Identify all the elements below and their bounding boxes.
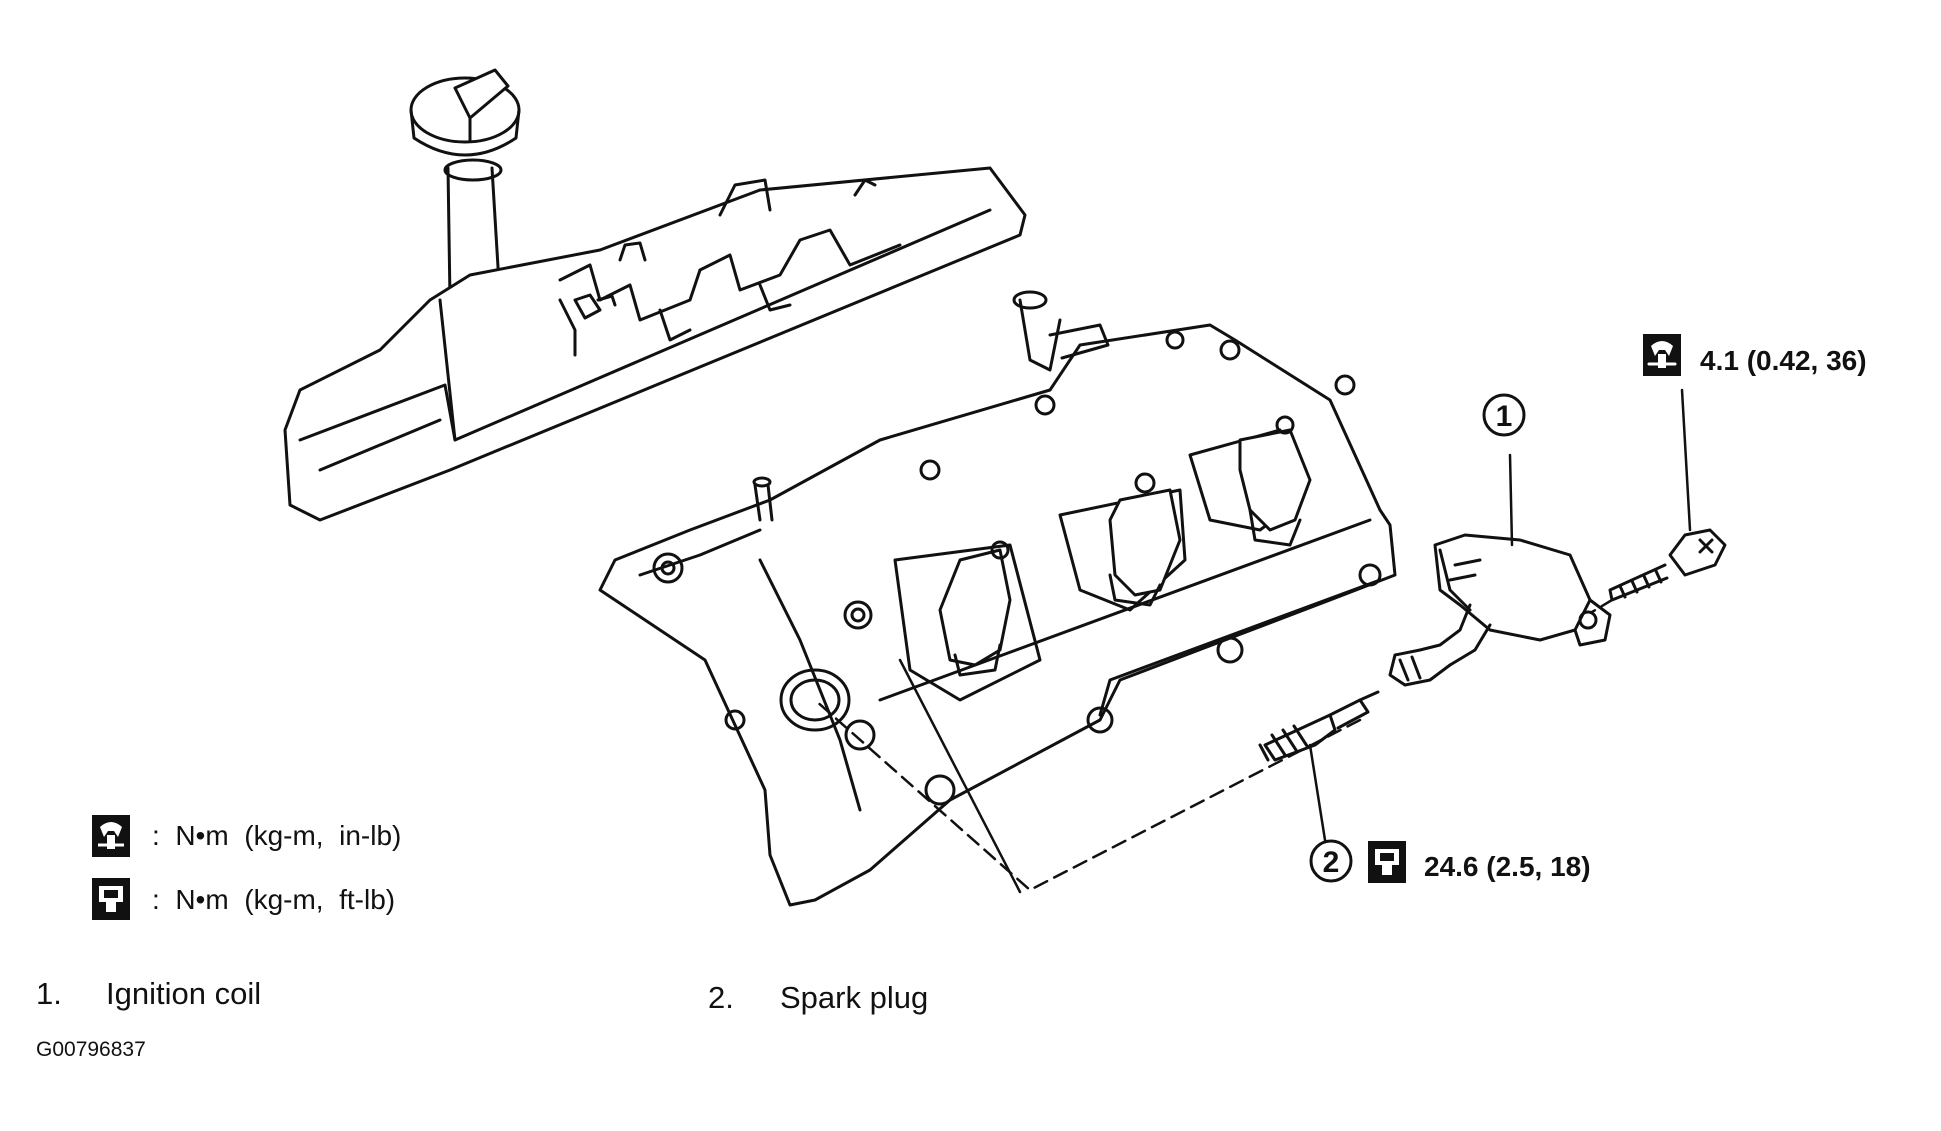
- figure-id: G00796837: [36, 1038, 146, 1061]
- key-1-label: Ignition coil: [106, 976, 262, 1011]
- callout-1: 1: [1482, 393, 1526, 437]
- torque-wrench-inlb-icon: [92, 815, 130, 857]
- callout-1-number: 1: [1496, 400, 1513, 433]
- ignition-coil: [1388, 533, 1612, 687]
- leader-lines: [813, 388, 1692, 894]
- torque-wrench-ftlb-icon: [92, 878, 130, 920]
- legend-inlb-text: : N•m (kg-m, in-lb): [152, 820, 402, 851]
- upper-rocker-cover: [283, 68, 1027, 522]
- spark-plug: [1258, 690, 1380, 762]
- torque-wrench-inlb-icon: [1643, 334, 1681, 376]
- rocker-cover-assembly: [598, 290, 1397, 907]
- coil-bolt-torque-value: 4.1 (0.42, 36): [1700, 345, 1867, 376]
- spark-plug-torque-value: 24.6 (2.5, 18): [1424, 851, 1591, 882]
- legend-ftlb-text: : N•m (kg-m, ft-lb): [152, 884, 396, 915]
- spark-plug-torque: 24.6 (2.5, 18): [1368, 841, 1591, 883]
- coil-bolt-torque: 4.1 (0.42, 36): [1643, 334, 1867, 376]
- key-2-number: 2.: [708, 980, 734, 1015]
- coil-bolt: [1608, 528, 1727, 602]
- key-2-label: Spark plug: [780, 980, 929, 1015]
- key-1-number: 1.: [36, 976, 62, 1011]
- torque-wrench-ftlb-icon: [1368, 841, 1406, 883]
- callout-2-number: 2: [1323, 846, 1340, 879]
- callout-2: 2: [1309, 839, 1353, 883]
